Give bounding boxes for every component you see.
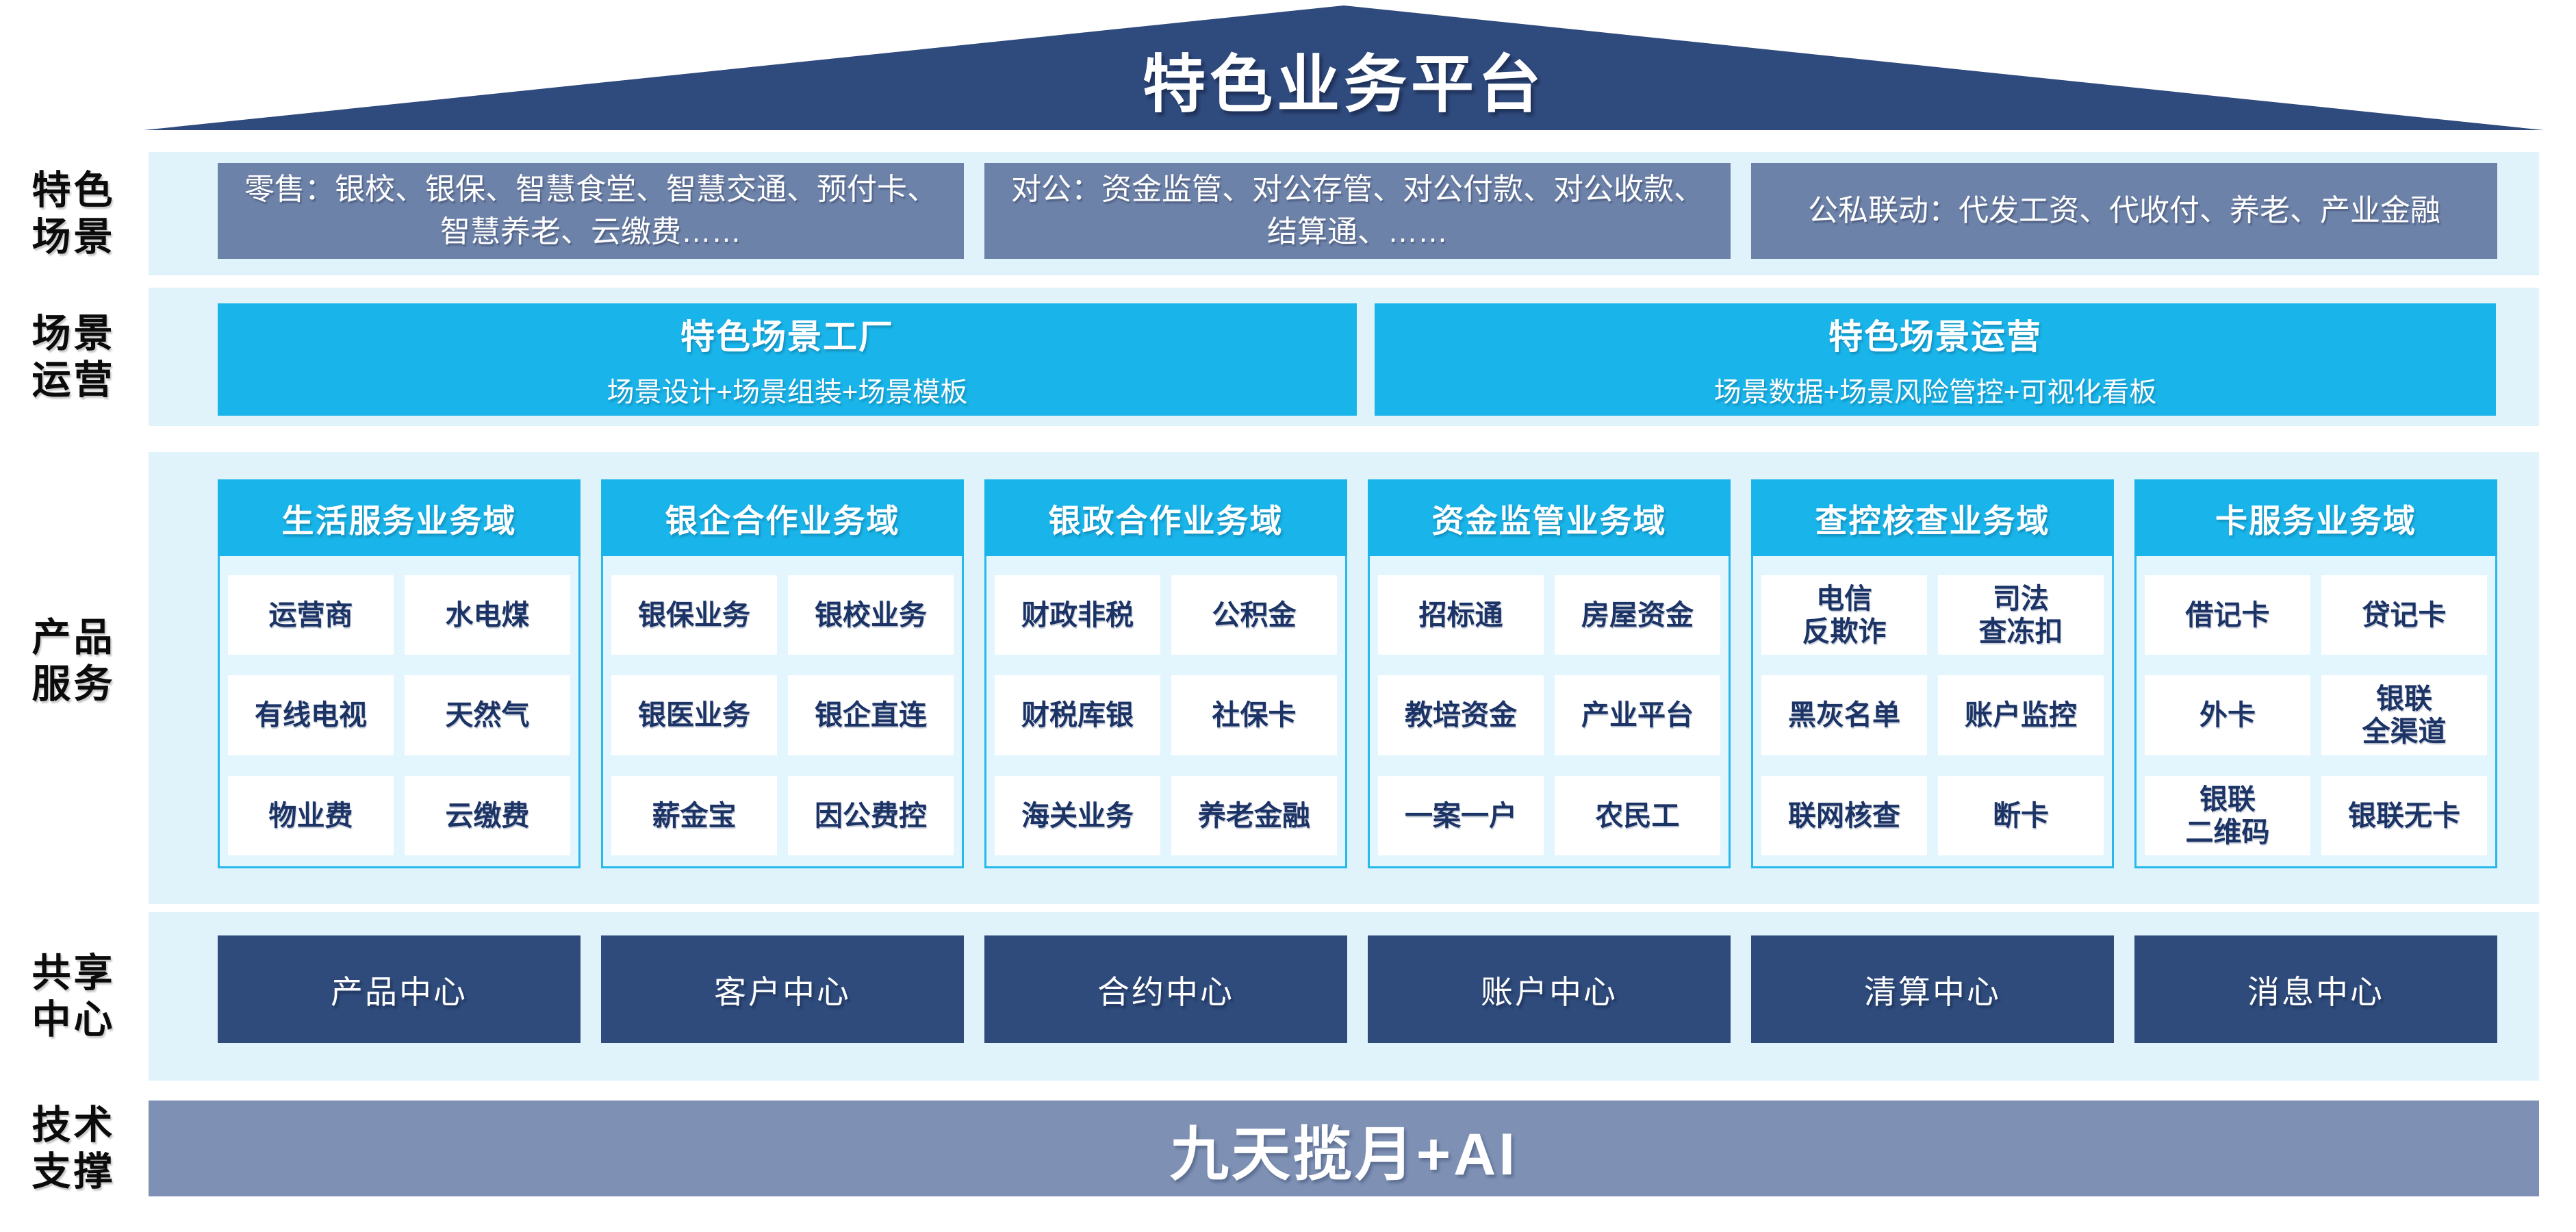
center-box-message: 消息中心 [2134, 935, 2497, 1043]
side-label-operation: 场景 运营 [31, 312, 116, 402]
domain-cell: 水电煤 [405, 575, 570, 655]
domain-cell: 因公费控 [788, 775, 954, 855]
side-label-shared: 共享 中心 [31, 951, 116, 1042]
domain-cell: 有线电视 [228, 675, 394, 755]
domain-cell: 外卡 [2145, 675, 2310, 755]
domain-cell: 薪金宝 [611, 775, 777, 855]
domain-column-life-services: 生活服务业务域 运营商 水电煤 有线电视 天然气 物业费 云缴费 [218, 479, 581, 868]
center-box-contract: 合约中心 [984, 935, 1347, 1043]
domain-cell: 招标通 [1378, 575, 1544, 655]
panel-title: 特色场景运营 [1828, 318, 2042, 356]
domain-cell: 黑灰名单 [1761, 675, 1927, 755]
center-box-customer: 客户中心 [601, 935, 964, 1043]
domain-body: 财政非税 公积金 财税库银 社保卡 海关业务 养老金融 [984, 556, 1347, 868]
scene-box-retail: 零售：银校、银保、智慧食堂、智慧交通、预付卡、智慧养老、云缴费…… [218, 163, 964, 259]
domain-cell: 运营商 [228, 575, 394, 655]
domain-cell: 电信 反欺诈 [1761, 575, 1927, 655]
panel-subtitle: 场景数据+场景风险管控+可视化看板 [1713, 377, 2157, 407]
domain-body: 招标通 房屋资金 教培资金 产业平台 一案一户 农民工 [1368, 556, 1731, 868]
domain-cell: 云缴费 [405, 775, 570, 855]
domain-cell: 公积金 [1171, 575, 1337, 655]
domain-cell: 银校业务 [788, 575, 954, 655]
domain-cell: 财政非税 [995, 575, 1160, 655]
domain-cell: 银联 二维码 [2145, 775, 2310, 855]
scene-box-corporate: 对公：资金监管、对公存管、对公付款、对公收款、结算通、…… [984, 163, 1731, 259]
domain-cell: 联网核查 [1761, 775, 1927, 855]
center-box-account: 账户中心 [1368, 935, 1731, 1043]
domain-cell: 断卡 [1938, 775, 2104, 855]
center-box-product: 产品中心 [218, 935, 581, 1043]
domain-cell: 教培资金 [1378, 675, 1544, 755]
domain-header: 卡服务业务域 [2134, 479, 2497, 556]
domain-cell: 银联无卡 [2321, 775, 2487, 855]
domain-cell: 银企直连 [788, 675, 954, 755]
domain-header: 银政合作业务域 [984, 479, 1347, 556]
domain-column-bank-enterprise: 银企合作业务域 银保业务 银校业务 银医业务 银企直连 薪金宝 因公费控 [601, 479, 964, 868]
domain-cell: 银保业务 [611, 575, 777, 655]
domain-column-inquiry-control: 查控核查业务域 电信 反欺诈 司法 查冻扣 黑灰名单 账户监控 联网核查 断卡 [1751, 479, 2114, 868]
domain-column-fund-supervision: 资金监管业务域 招标通 房屋资金 教培资金 产业平台 一案一户 农民工 [1368, 479, 1731, 868]
domain-cell: 房屋资金 [1555, 575, 1720, 655]
panel-scene-factory: 特色场景工厂 场景设计+场景组装+场景模板 [218, 303, 1357, 416]
domain-cell: 一案一户 [1378, 775, 1544, 855]
domain-cell: 农民工 [1555, 775, 1720, 855]
domain-cell: 财税库银 [995, 675, 1160, 755]
domain-cell: 产业平台 [1555, 675, 1720, 755]
domain-body: 借记卡 贷记卡 外卡 银联 全渠道 银联 二维码 银联无卡 [2134, 556, 2497, 868]
domain-body: 电信 反欺诈 司法 查冻扣 黑灰名单 账户监控 联网核查 断卡 [1751, 556, 2114, 868]
panel-scene-operation: 特色场景运营 场景数据+场景风险管控+可视化看板 [1375, 303, 2496, 416]
domain-header: 生活服务业务域 [218, 479, 581, 556]
domain-cell: 账户监控 [1938, 675, 2104, 755]
domain-header: 资金监管业务域 [1368, 479, 1731, 556]
domain-cell: 天然气 [405, 675, 570, 755]
domain-cell: 司法 查冻扣 [1938, 575, 2104, 655]
domain-cell: 银医业务 [611, 675, 777, 755]
side-label-products: 产品 服务 [31, 616, 116, 706]
domain-cell: 贷记卡 [2321, 575, 2487, 655]
domain-body: 银保业务 银校业务 银医业务 银企直连 薪金宝 因公费控 [601, 556, 964, 868]
panel-subtitle: 场景设计+场景组装+场景模板 [607, 377, 968, 407]
platform-roof: 特色业务平台 [144, 5, 2544, 130]
scene-box-public-private: 公私联动：代发工资、代收付、养老、产业金融 [1751, 163, 2497, 259]
tech-support-bar: 九天揽月+AI [149, 1101, 2539, 1196]
domain-cell: 海关业务 [995, 775, 1160, 855]
domain-cell: 物业费 [228, 775, 394, 855]
side-label-tech: 技术 支撑 [31, 1103, 116, 1194]
center-box-clearing: 清算中心 [1751, 935, 2114, 1043]
domain-column-bank-government: 银政合作业务域 财政非税 公积金 财税库银 社保卡 海关业务 养老金融 [984, 479, 1347, 868]
side-label-scenes: 特色 场景 [31, 168, 116, 259]
domain-cell: 养老金融 [1171, 775, 1337, 855]
domain-cell: 借记卡 [2145, 575, 2310, 655]
domain-header: 查控核查业务域 [1751, 479, 2114, 556]
platform-title: 特色业务平台 [1142, 50, 1545, 120]
domain-body: 运营商 水电煤 有线电视 天然气 物业费 云缴费 [218, 556, 581, 868]
domain-cell: 银联 全渠道 [2321, 675, 2487, 755]
panel-title: 特色场景工厂 [680, 318, 894, 356]
domain-header: 银企合作业务域 [601, 479, 964, 556]
domain-column-card-services: 卡服务业务域 借记卡 贷记卡 外卡 银联 全渠道 银联 二维码 银联无卡 [2134, 479, 2497, 868]
domain-cell: 社保卡 [1171, 675, 1337, 755]
